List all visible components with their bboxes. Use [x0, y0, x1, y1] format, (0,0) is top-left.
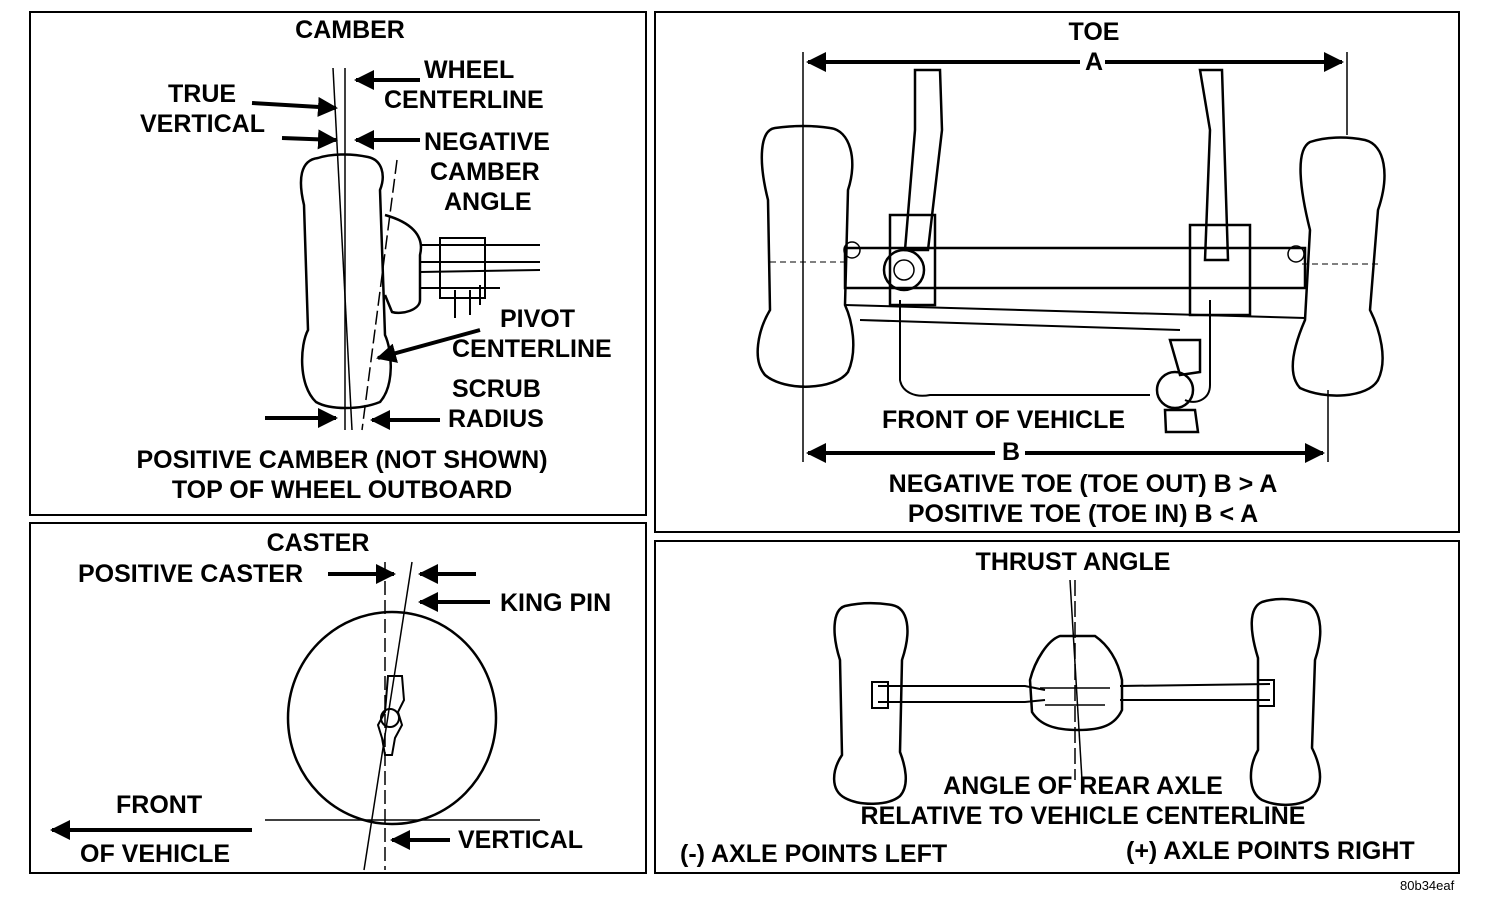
camber-note-2: TOP OF WHEEL OUTBOARD — [171, 476, 513, 504]
scrub-label-2: RADIUS — [448, 405, 544, 433]
toe-note-1: NEGATIVE TOE (TOE OUT) B > A — [888, 470, 1278, 498]
wheel-centerline-label-1: WHEEL — [424, 56, 515, 84]
camber-drawing — [299, 67, 541, 431]
toe-front-of-vehicle: FRONT OF VEHICLE — [882, 406, 1126, 434]
thrust-right-tire — [1249, 597, 1322, 807]
king-pin-label: KING PIN — [500, 589, 612, 617]
scrub-label-1: SCRUB — [452, 375, 541, 403]
caster-front-label-1: FRONT — [116, 791, 203, 819]
thrust-left-tire — [832, 601, 909, 805]
figure-code: 80b34eaf — [1400, 878, 1455, 893]
thrust-drawing — [832, 579, 1322, 807]
thrust-axle — [878, 683, 1271, 703]
camber-arrows — [251, 70, 481, 430]
thrust-left-label: (-) AXLE POINTS LEFT — [680, 840, 948, 868]
pivot-centerline — [361, 159, 398, 431]
toe-left-tire — [756, 124, 855, 388]
caster-title: CASTER — [266, 529, 370, 557]
caster-wheel — [286, 610, 498, 826]
true-vertical-label-1: TRUE — [168, 80, 237, 108]
caster-vertical-label: VERTICAL — [458, 826, 583, 854]
toe-axle — [843, 246, 1307, 290]
toe-left-gauge — [882, 248, 926, 292]
thrust-title: THRUST ANGLE — [975, 548, 1171, 576]
caster-front-label-2: OF VEHICLE — [80, 840, 231, 868]
thrust-right-label: (+) AXLE POINTS RIGHT — [1126, 837, 1415, 865]
pivot-label-2: CENTERLINE — [452, 335, 612, 363]
neg-camber-label-3: ANGLE — [444, 188, 532, 216]
camber-knuckle — [383, 213, 423, 315]
toe-right-tire — [1291, 136, 1386, 397]
wheel-centerline — [332, 67, 353, 431]
caster-panel — [29, 522, 647, 874]
thrust-panel — [654, 540, 1460, 874]
thrust-note-2: RELATIVE TO VEHICLE CENTERLINE — [860, 802, 1306, 830]
caster-king-pin-line — [363, 561, 413, 871]
toe-dimension-arrows — [806, 52, 1344, 463]
thrust-axle-angle-line — [1069, 579, 1083, 781]
caster-arrows — [50, 564, 490, 850]
thrust-differential — [1028, 634, 1124, 732]
wheel-centerline-label-2: CENTERLINE — [384, 86, 544, 114]
camber-panel — [29, 11, 647, 516]
thrust-note-1: ANGLE OF REAR AXLE — [943, 772, 1223, 800]
true-vertical-label-2: VERTICAL — [140, 110, 265, 138]
camber-note-1: POSITIVE CAMBER (NOT SHOWN) — [136, 446, 548, 474]
positive-caster-label: POSITIVE CASTER — [78, 560, 304, 588]
toe-panel — [654, 11, 1460, 533]
pivot-label-1: PIVOT — [500, 305, 576, 333]
camber-tire — [299, 153, 392, 410]
toe-title: TOE — [1068, 18, 1120, 46]
camber-hub — [439, 237, 486, 299]
toe-right-arm — [1198, 68, 1230, 262]
caster-king-pin — [376, 675, 406, 756]
toe-dimension-a: A — [1084, 48, 1104, 76]
camber-axle — [419, 244, 541, 289]
toe-note-2: POSITIVE TOE (TOE IN) B < A — [907, 500, 1259, 528]
toe-left-arm — [903, 68, 944, 252]
toe-frame — [899, 300, 1211, 403]
camber-title: CAMBER — [295, 16, 405, 44]
toe-drawing — [756, 52, 1386, 462]
neg-camber-label-2: CAMBER — [430, 158, 540, 186]
caster-drawing — [265, 561, 540, 871]
toe-dimension-b: B — [1001, 438, 1021, 466]
neg-camber-label-1: NEGATIVE — [424, 128, 550, 156]
